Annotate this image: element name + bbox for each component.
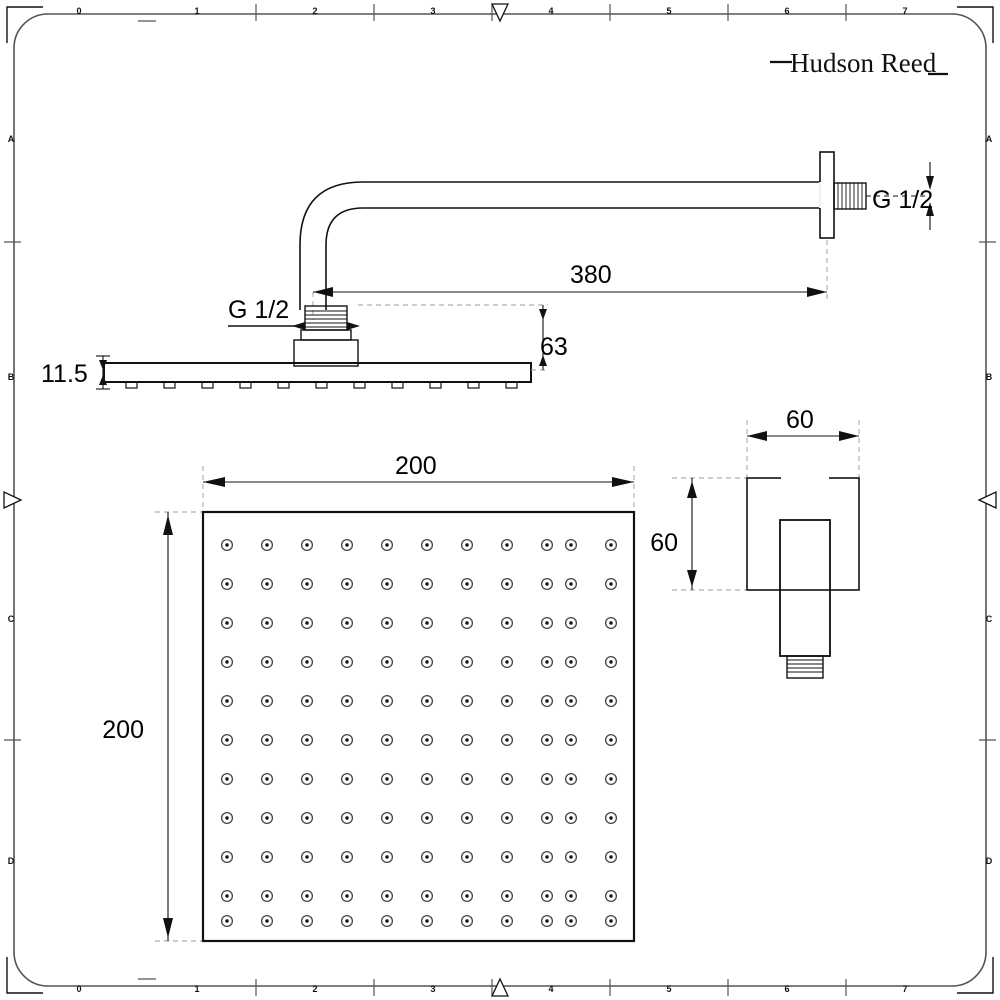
arm-reach-arrow-left-icon: [313, 287, 333, 297]
frame-label-bottom-3: 3: [430, 984, 435, 994]
dimension-bracket-width: 60: [746, 406, 860, 478]
head-thread-arrow-icon: [292, 322, 305, 330]
bracket-height-arrow-up-icon: [687, 481, 697, 498]
bracket-height-arrow-down-icon: [687, 570, 697, 587]
frame-label-right-c: C: [986, 614, 993, 624]
bracket-tube-fill-mask: [781, 521, 829, 589]
frame-scale-bottom: 0 1 2 3 4 5 6 7: [76, 977, 908, 997]
frame-label-bottom-2: 2: [312, 984, 317, 994]
head-connector-assembly: [293, 305, 359, 367]
head-depth-arrow-up-icon: [163, 515, 173, 535]
center-marker-bottom-icon: [490, 977, 510, 997]
frame-label-right-a: A: [986, 134, 993, 144]
wall-thread-arrow-down-icon: [926, 176, 934, 190]
wall-thread-label: G 1/2: [872, 186, 933, 214]
arm-inner-profile: [325, 207, 820, 310]
frame-label-bottom-0: 0: [76, 984, 81, 994]
head-thickness-label: 11.5: [41, 360, 88, 388]
bracket-height-label: 60: [650, 529, 678, 557]
view-arm-elevation: G 1/2 380 G 1/2: [41, 151, 934, 390]
arm-drop-arrow-down-icon: [539, 309, 547, 320]
arm-outer-profile: [299, 181, 820, 310]
frame-label-left-b: B: [8, 372, 15, 382]
bracket-thread-body: [786, 655, 824, 679]
bracket-width-arrow-right-icon: [839, 431, 859, 441]
frame-scale-top: 0 1 2 3 4 5 6 7: [76, 3, 908, 23]
frame-label-right-b: B: [986, 372, 993, 382]
frame-label-bottom-6: 6: [784, 984, 789, 994]
head-nozzle-grid: [220, 538, 618, 928]
frame-label-right-d: D: [986, 856, 993, 866]
corner-registration-marks: [6, 6, 994, 994]
center-marker-left-icon: [3, 490, 23, 510]
dimension-arm-reach: 380: [312, 240, 828, 320]
dimension-arm-drop: 63: [358, 304, 568, 371]
dimension-head-width: 200: [202, 452, 635, 512]
bracket-width-label: 60: [786, 406, 814, 434]
frame-label-top-2: 2: [312, 6, 317, 16]
dimension-wall-thread: G 1/2: [866, 162, 934, 230]
head-nozzle-nubs-side: [125, 381, 518, 389]
view-head-plan: 200 200: [102, 452, 636, 943]
head-width-label: 200: [395, 452, 437, 480]
frame-scale-right: A B C D: [977, 134, 997, 866]
head-connector-base: [293, 339, 359, 367]
frame-label-left-a: A: [8, 134, 15, 144]
bracket-width-arrow-left-icon: [747, 431, 767, 441]
frame-label-bottom-1: 1: [194, 984, 199, 994]
wall-thread-hatch-icon: [837, 183, 863, 209]
head-thread-arrow-right-icon: [347, 322, 360, 330]
brand-name: Hudson Reed: [790, 48, 937, 78]
arm-reach-label: 380: [570, 261, 612, 289]
head-thickness-arrow-down-icon: [99, 360, 107, 370]
dimension-head-thickness: 11.5: [41, 355, 110, 390]
head-face-plate: [201, 510, 636, 943]
frame-label-top-7: 7: [902, 6, 907, 16]
head-thread-label: G 1/2: [228, 296, 289, 324]
frame-label-top-4: 4: [548, 6, 553, 16]
frame-label-top-3: 3: [430, 6, 435, 16]
frame-label-bottom-7: 7: [902, 984, 907, 994]
head-thread-hatch-icon: [305, 310, 347, 328]
dimension-head-depth: 200: [102, 511, 210, 942]
head-depth-arrow-down-icon: [163, 918, 173, 938]
frame-label-bottom-5: 5: [666, 984, 671, 994]
frame-scale-left: A B C D: [3, 134, 23, 866]
view-bracket-plan: 60 60: [650, 406, 860, 679]
head-depth-label: 200: [102, 716, 144, 744]
dimension-bracket-height: 60: [650, 477, 752, 591]
head-side-profile: [103, 362, 532, 389]
brand-logo: Hudson Reed: [770, 48, 948, 78]
frame-label-top-0: 0: [76, 6, 81, 16]
frame-label-left-d: D: [8, 856, 15, 866]
center-marker-right-icon: [977, 490, 997, 510]
arm-reach-arrow-right-icon: [807, 287, 827, 297]
frame-label-top-6: 6: [784, 6, 789, 16]
head-width-arrow-right-icon: [612, 477, 634, 487]
arm-drop-label: 63: [540, 333, 568, 361]
dimension-head-thread: G 1/2: [228, 296, 360, 330]
head-thickness-arrow-up-icon: [99, 375, 107, 385]
arm-drop-arrow-up-icon: [539, 355, 547, 366]
frame-label-bottom-4: 4: [548, 984, 553, 994]
frame-label-top-1: 1: [194, 6, 199, 16]
head-width-arrow-left-icon: [203, 477, 225, 487]
frame-label-top-5: 5: [666, 6, 671, 16]
frame-label-left-c: C: [8, 614, 15, 624]
wall-thread-arrow-up-icon: [926, 202, 934, 216]
center-marker-top-icon: [490, 3, 510, 23]
bracket-thread-hatch-icon: [787, 659, 823, 673]
